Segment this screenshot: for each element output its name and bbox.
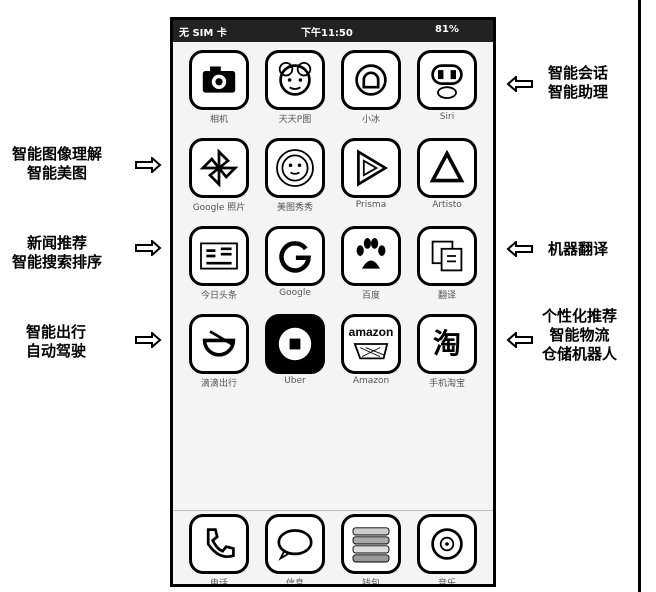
annotation-line: 自动驾驶	[26, 342, 87, 360]
left-arrow-icon	[506, 332, 533, 348]
annotation-line: 智能搜索排序	[12, 253, 103, 271]
didi-icon[interactable]	[189, 314, 249, 374]
carrier-text: 无 SIM 卡	[179, 28, 227, 39]
triangle-icon[interactable]	[417, 138, 477, 198]
annotation-line: 智能出行	[26, 323, 87, 341]
right-arrow-icon	[135, 240, 162, 256]
app-label: 今日头条	[200, 291, 237, 301]
news-icon[interactable]	[189, 226, 249, 286]
annotation-right-row1: 智能会话 智能助理	[548, 64, 608, 102]
app-label: 音乐	[437, 579, 456, 587]
dock-divider	[173, 510, 493, 511]
app-label: 美图秀秀	[276, 203, 313, 213]
annotation-right-row3: 机器翻译	[548, 240, 608, 259]
robot-icon[interactable]	[417, 50, 477, 110]
app-label: Uber	[284, 376, 306, 386]
annotation-line: 智能美图	[27, 164, 88, 182]
google-g-icon[interactable]	[265, 226, 325, 286]
pinwheel-icon[interactable]	[189, 138, 249, 198]
app-label: 滴滴出行	[200, 379, 237, 389]
app-label: 钱包	[361, 579, 380, 587]
clock-text: 下午11:50	[301, 28, 353, 39]
app-label: 小冰	[361, 115, 380, 125]
annotation-line: 新闻推荐	[27, 234, 88, 252]
app-label: Artisto	[432, 200, 462, 210]
battery-text: 81%	[435, 24, 459, 35]
app-label: Prisma	[355, 200, 387, 210]
app-label: 信息	[285, 579, 304, 587]
right-arrow-icon	[135, 157, 162, 173]
music-icon[interactable]	[417, 514, 477, 574]
app-label: Google	[279, 288, 311, 298]
annotation-left-row2: 智能图像理解 智能美图	[12, 145, 102, 183]
app-label: 翻译	[437, 291, 456, 301]
taobao-icon[interactable]: 淘	[417, 314, 477, 374]
phone-icon[interactable]	[189, 514, 249, 574]
triangle-play-icon[interactable]	[341, 138, 401, 198]
annotation-line: 智能会话	[548, 64, 609, 82]
annotation-line: 机器翻译	[548, 240, 609, 258]
flower-face-icon[interactable]	[265, 50, 325, 110]
status-bar: 无 SIM 卡 下午11:50 81%	[173, 20, 493, 42]
app-label: 手机淘宝	[428, 379, 465, 389]
annotation-right-row4: 个性化推荐 智能物流 仓储机器人	[542, 307, 617, 364]
left-arrow-icon	[506, 76, 533, 92]
chat-bubble-icon[interactable]	[341, 50, 401, 110]
uber-icon[interactable]	[265, 314, 325, 374]
camera-icon[interactable]	[189, 50, 249, 110]
app-label: 天天P图	[278, 115, 312, 125]
app-label: Google 照片	[192, 203, 246, 213]
annotation-line: 智能图像理解	[12, 145, 103, 163]
app-label: 百度	[361, 291, 380, 301]
left-arrow-icon	[506, 241, 533, 257]
phone-screen: 无 SIM 卡 下午11:50 81% 相机 天天P图 小冰 Siri Goog…	[170, 17, 496, 587]
app-label: Amazon	[352, 376, 390, 386]
face-portrait-icon[interactable]	[265, 138, 325, 198]
app-label: 电话	[209, 579, 228, 587]
message-icon[interactable]	[265, 514, 325, 574]
stack-icon[interactable]	[341, 514, 401, 574]
annotation-line: 个性化推荐	[542, 307, 618, 325]
annotation-left-row3: 新闻推荐 智能搜索排序	[12, 234, 102, 272]
right-arrow-icon	[135, 332, 162, 348]
amazon-wordmark: amazon	[348, 325, 394, 339]
annotation-line: 智能物流	[549, 326, 610, 344]
right-border-line	[638, 0, 641, 592]
amazon-icon[interactable]: amazon	[341, 314, 401, 374]
baidu-paw-icon[interactable]	[341, 226, 401, 286]
app-label: Siri	[439, 112, 455, 122]
translate-icon[interactable]	[417, 226, 477, 286]
annotation-line: 仓储机器人	[542, 345, 618, 363]
app-label: 相机	[209, 115, 228, 125]
annotation-left-row4: 智能出行 自动驾驶	[26, 323, 86, 361]
annotation-line: 智能助理	[548, 83, 609, 101]
taobao-glyph: 淘	[432, 327, 461, 360]
